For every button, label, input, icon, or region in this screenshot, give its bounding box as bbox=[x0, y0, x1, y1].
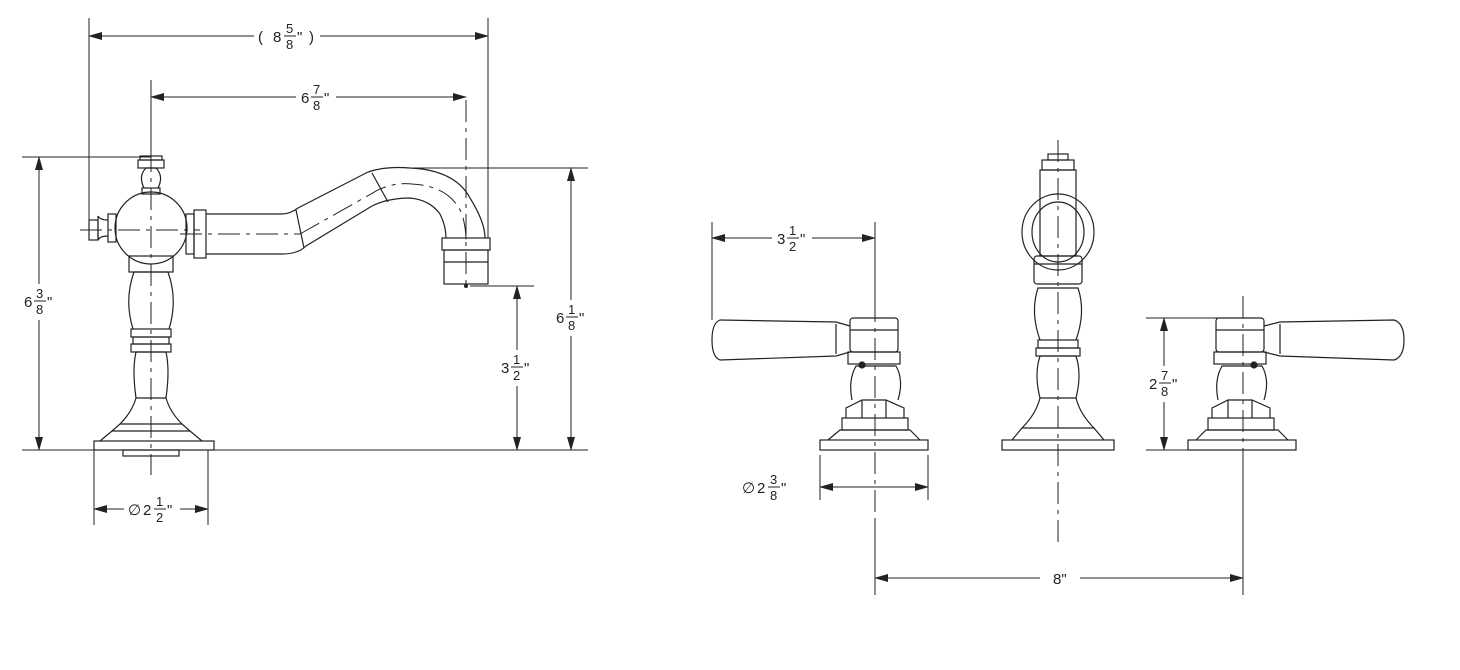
dim-unit: " bbox=[800, 231, 805, 248]
dim-whole: 3 bbox=[501, 360, 509, 377]
dim-whole: 8 bbox=[273, 29, 281, 46]
left-handle bbox=[711, 317, 929, 451]
dim-spout-base-diameter: ∅ 2 1 2 " bbox=[93, 450, 209, 528]
side-view: ( 8 5 8 " ) 6 7 8 " 6 3 8 bbox=[22, 16, 590, 528]
dim-unit: " bbox=[781, 480, 786, 497]
dim-whole: 2 bbox=[143, 502, 151, 519]
dim-whole: 2 bbox=[1149, 376, 1157, 393]
dim-diameter-symbol: ∅ bbox=[742, 480, 755, 497]
dim-whole: 6 bbox=[556, 310, 564, 327]
dim-overall-height: 6 3 8 " bbox=[22, 156, 151, 451]
dim-value: 8" bbox=[1053, 571, 1067, 588]
dim-unit: " bbox=[579, 310, 584, 327]
spout-outlet-point bbox=[464, 284, 468, 288]
dim-numerator: 7 bbox=[313, 82, 320, 97]
dim-whole: 2 bbox=[757, 480, 765, 497]
dim-denominator: 8 bbox=[286, 37, 293, 52]
dim-spout-clearance: 3 1 2 " bbox=[470, 285, 535, 451]
dim-handle-height: 2 7 8 " bbox=[1146, 317, 1222, 451]
front-view: 3 1 2 " 2 7 8 " ∅ 2 3 8 bbox=[711, 140, 1405, 595]
dim-numerator: 1 bbox=[568, 302, 575, 317]
dim-denominator: 8 bbox=[36, 302, 43, 317]
dim-numerator: 1 bbox=[156, 494, 163, 509]
dim-paren-close: ) bbox=[309, 29, 314, 46]
dim-overall-reach: ( 8 5 8 " ) bbox=[88, 16, 489, 238]
dim-unit: " bbox=[524, 360, 529, 377]
faucet-body-side bbox=[88, 155, 491, 457]
dim-denominator: 2 bbox=[156, 510, 163, 525]
dim-numerator: 1 bbox=[789, 223, 796, 238]
dim-unit: " bbox=[297, 29, 302, 46]
dim-center-spread: 8" bbox=[874, 470, 1244, 595]
dim-unit: " bbox=[47, 294, 52, 311]
dim-unit: " bbox=[324, 90, 329, 107]
spout-centerline bbox=[299, 183, 467, 241]
dim-handle-base-diameter: ∅ 2 3 8 " bbox=[740, 455, 929, 506]
dim-numerator: 7 bbox=[1161, 368, 1168, 383]
dim-denominator: 8 bbox=[568, 318, 575, 333]
dim-denominator: 2 bbox=[789, 239, 796, 254]
dim-numerator: 3 bbox=[36, 286, 43, 301]
dim-denominator: 8 bbox=[1161, 384, 1168, 399]
dim-spout-height: 6 1 8 " bbox=[410, 167, 590, 451]
dim-unit: " bbox=[167, 502, 172, 519]
dim-whole: 6 bbox=[301, 90, 309, 107]
dim-denominator: 8 bbox=[313, 98, 320, 113]
dim-numerator: 5 bbox=[286, 21, 293, 36]
dim-whole: 3 bbox=[777, 231, 785, 248]
dim-handle-reach: 3 1 2 " bbox=[711, 222, 876, 320]
dim-denominator: 8 bbox=[770, 488, 777, 503]
dim-diameter-symbol: ∅ bbox=[128, 502, 141, 519]
dim-unit: " bbox=[1172, 376, 1177, 393]
dim-numerator: 3 bbox=[770, 472, 777, 487]
dim-denominator: 2 bbox=[513, 368, 520, 383]
dim-paren-open: ( bbox=[258, 29, 263, 46]
dim-spout-reach: 6 7 8 " bbox=[150, 80, 467, 150]
dim-numerator: 1 bbox=[513, 352, 520, 367]
dim-whole: 6 bbox=[24, 294, 32, 311]
right-handle bbox=[1187, 317, 1405, 451]
